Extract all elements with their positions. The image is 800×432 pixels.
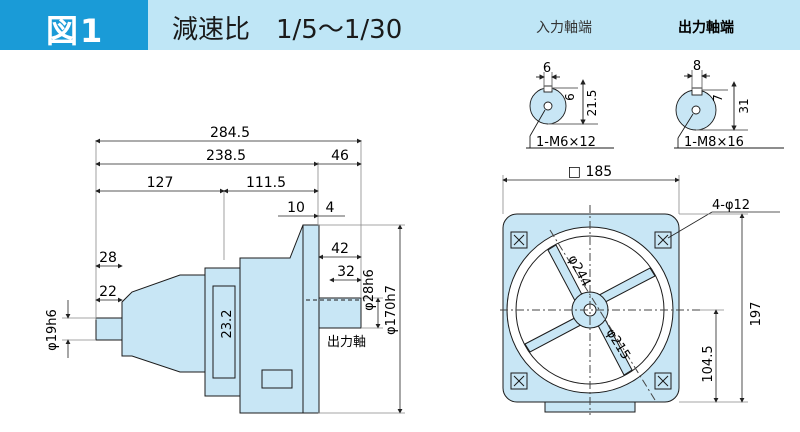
bolt-hole-br (654, 372, 672, 390)
dim-42: 42 (331, 241, 349, 257)
output-dim-key-depth: 7 (711, 94, 725, 102)
gear-housing (204, 267, 244, 397)
input-shaft-detail (526, 72, 614, 149)
front-view-dimensions (502, 175, 780, 403)
dim-flange-offset: 4 (326, 200, 335, 216)
output-tap-label: 1-M8×16 (684, 135, 744, 150)
output-shaft-end-label: 出力軸端 (678, 20, 734, 36)
dim-output-shaft-dia: φ28h6 (362, 269, 377, 311)
front-centerline-diag (549, 229, 656, 401)
output-flange (302, 224, 320, 414)
dim-right-part: 111.5 (246, 175, 286, 191)
dim-spigot-dia: φ170h7 (384, 285, 399, 335)
front-total-height: 197 (749, 302, 764, 327)
dim-22: 22 (99, 284, 117, 300)
dim-23-2: 23.2 (220, 310, 235, 339)
input-dim-height: 21.5 (585, 90, 599, 117)
front-bolt-holes: 4-φ12 (712, 198, 750, 213)
input-keyway (543, 85, 553, 93)
output-shaft (318, 297, 362, 329)
side-view-dimensions (62, 138, 405, 414)
dim-28: 28 (99, 250, 117, 266)
output-shaft-label: 出力軸 (327, 335, 366, 350)
input-shaft (95, 317, 123, 341)
input-dim-key-depth: 6 (563, 93, 577, 101)
input-tap-label: 1-M6×12 (536, 135, 596, 150)
input-shaft-end-label: 入力軸端 (536, 20, 592, 36)
output-keyway (691, 87, 703, 96)
header-bar: 図1 減速比 1/5～1/30 入力軸端 出力軸端 (0, 0, 800, 50)
housing-recess (212, 285, 236, 379)
dim-left-part: 127 (147, 175, 174, 191)
input-dim-width: 6 (543, 61, 551, 76)
bolt-hole-tr (654, 231, 672, 249)
output-tap-hole (691, 105, 701, 115)
dim-flange-thickness: 10 (287, 200, 305, 216)
bolt-hole-bl (510, 372, 528, 390)
dim-body-length: 238.5 (206, 148, 246, 164)
side-view (95, 224, 362, 414)
dim-32: 32 (337, 264, 355, 280)
output-dim-height: 31 (737, 98, 751, 113)
figure-label: 図1 (46, 12, 105, 50)
input-tap-hole (543, 101, 553, 111)
front-square-size: □ 185 (568, 164, 612, 180)
dim-shaft-length: 46 (331, 148, 349, 164)
figure-tab: 図1 (0, 0, 148, 50)
dim-input-shaft-dia: φ19h6 (45, 309, 60, 351)
front-center-height: 104.5 (701, 345, 716, 382)
output-shaft-detail (674, 70, 784, 149)
body-pad (261, 369, 293, 389)
front-view (500, 205, 700, 415)
dim-total-length: 284.5 (210, 125, 250, 141)
page-title: 減速比 1/5～1/30 (172, 15, 403, 45)
input-housing (121, 274, 206, 373)
bolt-hole-tl (510, 231, 528, 249)
output-dim-width: 8 (693, 59, 701, 74)
